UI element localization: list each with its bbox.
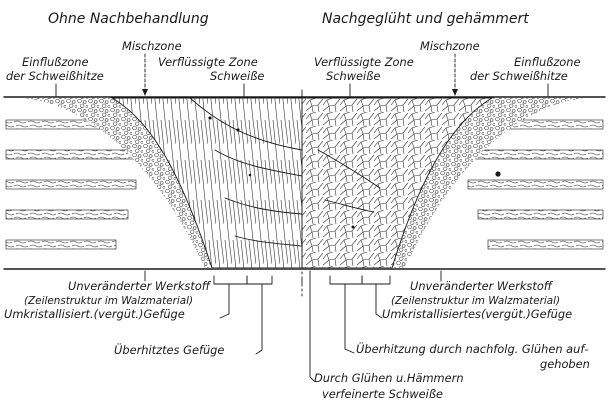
right-base-label-1: Unveränderter Werkstoff (410, 279, 554, 293)
right-recryst-label: Umkristallisiertes(vergüt.)Gefüge (382, 307, 572, 321)
right-einfluss-label-1: Einflußzone (514, 55, 581, 69)
left-title: Ohne Nachbehandlung (48, 11, 209, 27)
left-recryst-label: Umkristallisiert.(vergüt.)Gefüge (4, 307, 185, 321)
left-mischzone-label: Mischzone (122, 39, 182, 53)
right-overheat-label-2: gehoben (540, 357, 590, 371)
right-overheat-label-1: Überhitzung durch nachfolg. Glühen auf- (356, 340, 588, 356)
right-verfl-label-1: Verflüssigte Zone (314, 55, 414, 69)
refined-weld-label-1: Durch Glühen u.Hämmern (314, 371, 464, 385)
left-verfl-label-2: Schweiße (210, 69, 264, 83)
left-einfluss-label-1: Einflußzone (22, 55, 89, 69)
right-base-label-2: (Zeilenstruktur im Walzmaterial) (391, 295, 560, 307)
refined-weld-label-2: verfeinerte Schweiße (322, 387, 443, 401)
left-base-label-1: Unveränderter Werkstoff (68, 279, 212, 293)
left-verfl-label-1: Verflüssigte Zone (158, 55, 258, 69)
right-verfl-label-2: Schweiße (326, 69, 380, 83)
right-title: Nachgeglüht und gehämmert (322, 11, 529, 27)
right-mischzone-label: Mischzone (420, 39, 480, 53)
left-base-label-2: (Zeilenstruktur im Walzmaterial) (24, 295, 193, 307)
left-overheated-label: Überhitztes Gefüge (114, 341, 224, 357)
left-einfluss-label-2: der Schweißhitze (6, 69, 104, 83)
right-einfluss-label-2: der Schweißhitze (470, 69, 568, 83)
